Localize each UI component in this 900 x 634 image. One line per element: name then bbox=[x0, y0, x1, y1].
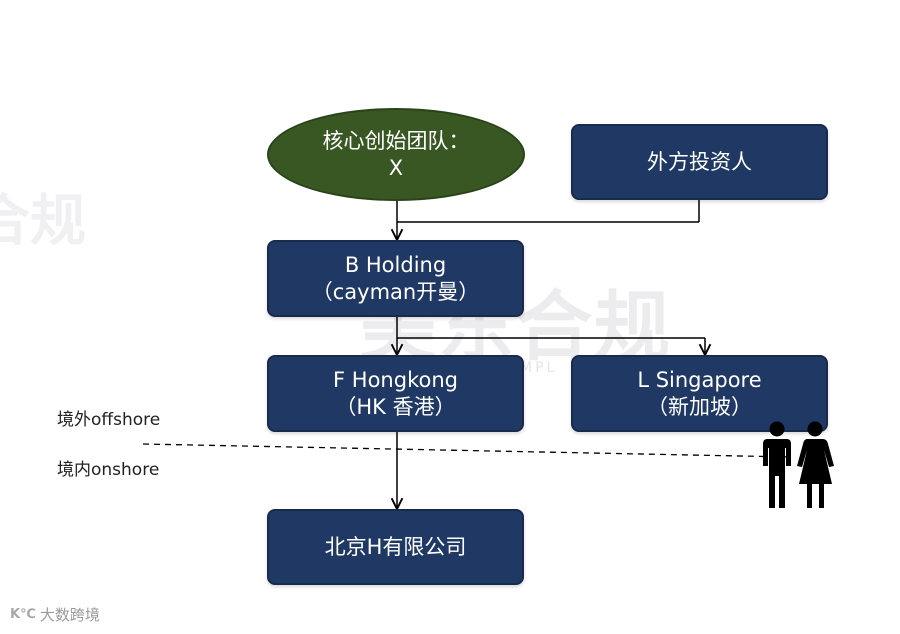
brand-logo-text: 大数跨境 bbox=[39, 606, 100, 624]
offshore-onshore-boundary bbox=[142, 443, 791, 458]
beijing-h-node: 北京H有限公司 bbox=[267, 509, 524, 585]
core-team-line2: X bbox=[388, 155, 404, 180]
l-singapore-line1: L Singapore bbox=[637, 367, 762, 392]
f-hongkong-node: F Hongkong （HK 香港） bbox=[267, 355, 524, 432]
f-hongkong-line2: （HK 香港） bbox=[335, 394, 456, 419]
watermark-sub: MPL bbox=[520, 360, 558, 376]
watermark-left: 合规 bbox=[0, 189, 86, 254]
foreign-investor-node: 外方投资人 bbox=[571, 124, 828, 200]
f-hongkong-line1: F Hongkong bbox=[333, 367, 458, 392]
brand-logo-mark: K℃ bbox=[10, 607, 36, 622]
b-holding-line1: B Holding bbox=[344, 252, 447, 277]
onshore-label: 境内onshore bbox=[57, 460, 160, 480]
people-icon bbox=[763, 421, 834, 508]
brand-logo: K℃ 大数跨境 bbox=[10, 604, 100, 625]
offshore-label: 境外offshore bbox=[57, 410, 161, 430]
core-founding-team-node: 核心创始团队： X bbox=[267, 108, 525, 201]
foreign-investor-label: 外方投资人 bbox=[647, 149, 752, 174]
b-holding-node: B Holding （cayman开曼） bbox=[267, 240, 524, 317]
beijing-h-label: 北京H有限公司 bbox=[324, 534, 467, 559]
man-figure bbox=[763, 421, 791, 508]
core-team-line1: 核心创始团队： bbox=[322, 128, 470, 153]
l-singapore-line2: （新加坡） bbox=[647, 394, 752, 419]
l-singapore-node: L Singapore （新加坡） bbox=[571, 355, 828, 432]
b-holding-line2: （cayman开曼） bbox=[311, 279, 480, 304]
woman-figure bbox=[797, 421, 834, 508]
